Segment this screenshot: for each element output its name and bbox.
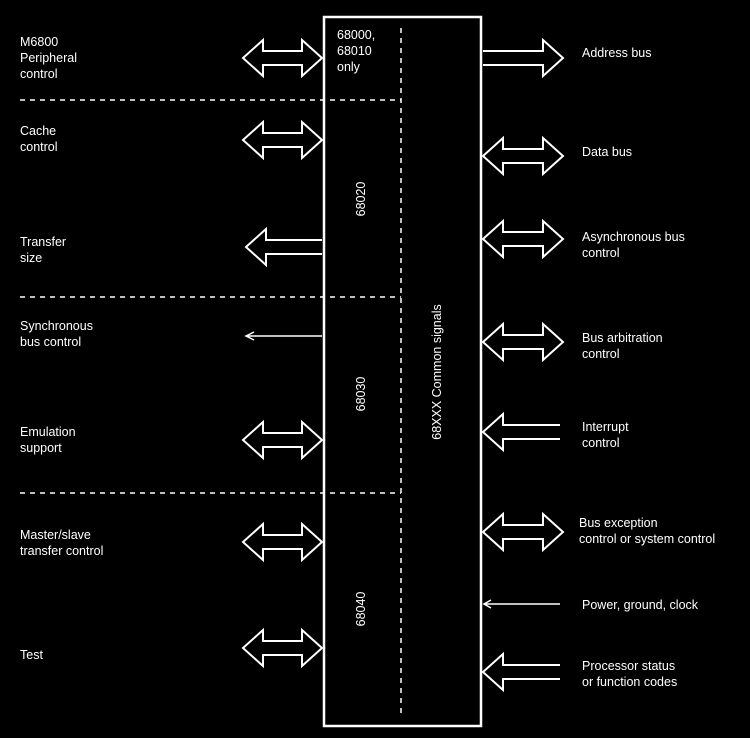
section-68020-label: 68020 [354,181,368,217]
label-test: Test [20,648,43,662]
sync-bus-arrow [244,331,322,341]
label-power: Power, ground, clock [582,598,699,612]
async-bus-arrow [481,218,565,260]
interrupt-arrow [481,411,560,453]
label-address-bus: Address bus [582,46,652,60]
common-signals-label: 68XXX Common signals [430,304,444,440]
emulation-arrow [241,419,324,461]
transfer-size-arrow [244,226,322,268]
section-68030-label: 68030 [354,376,368,412]
label-data-bus: Data bus [582,145,633,159]
section-68000-label: 68000, 68010 only [337,28,376,74]
power-arrow [482,599,560,609]
test-arrow [241,627,324,669]
data-bus-arrow [481,135,565,177]
cache-arrow [241,119,324,161]
section-68040-label: 68040 [354,591,368,627]
m6800-arrow [241,37,324,79]
processor-status-arrow [481,651,560,693]
bus-exception-arrow [481,511,565,553]
master-slave-arrow [241,521,324,563]
address-bus-arrow [483,37,565,79]
bus-arbitration-arrow [481,321,565,363]
processor-block [322,15,483,728]
